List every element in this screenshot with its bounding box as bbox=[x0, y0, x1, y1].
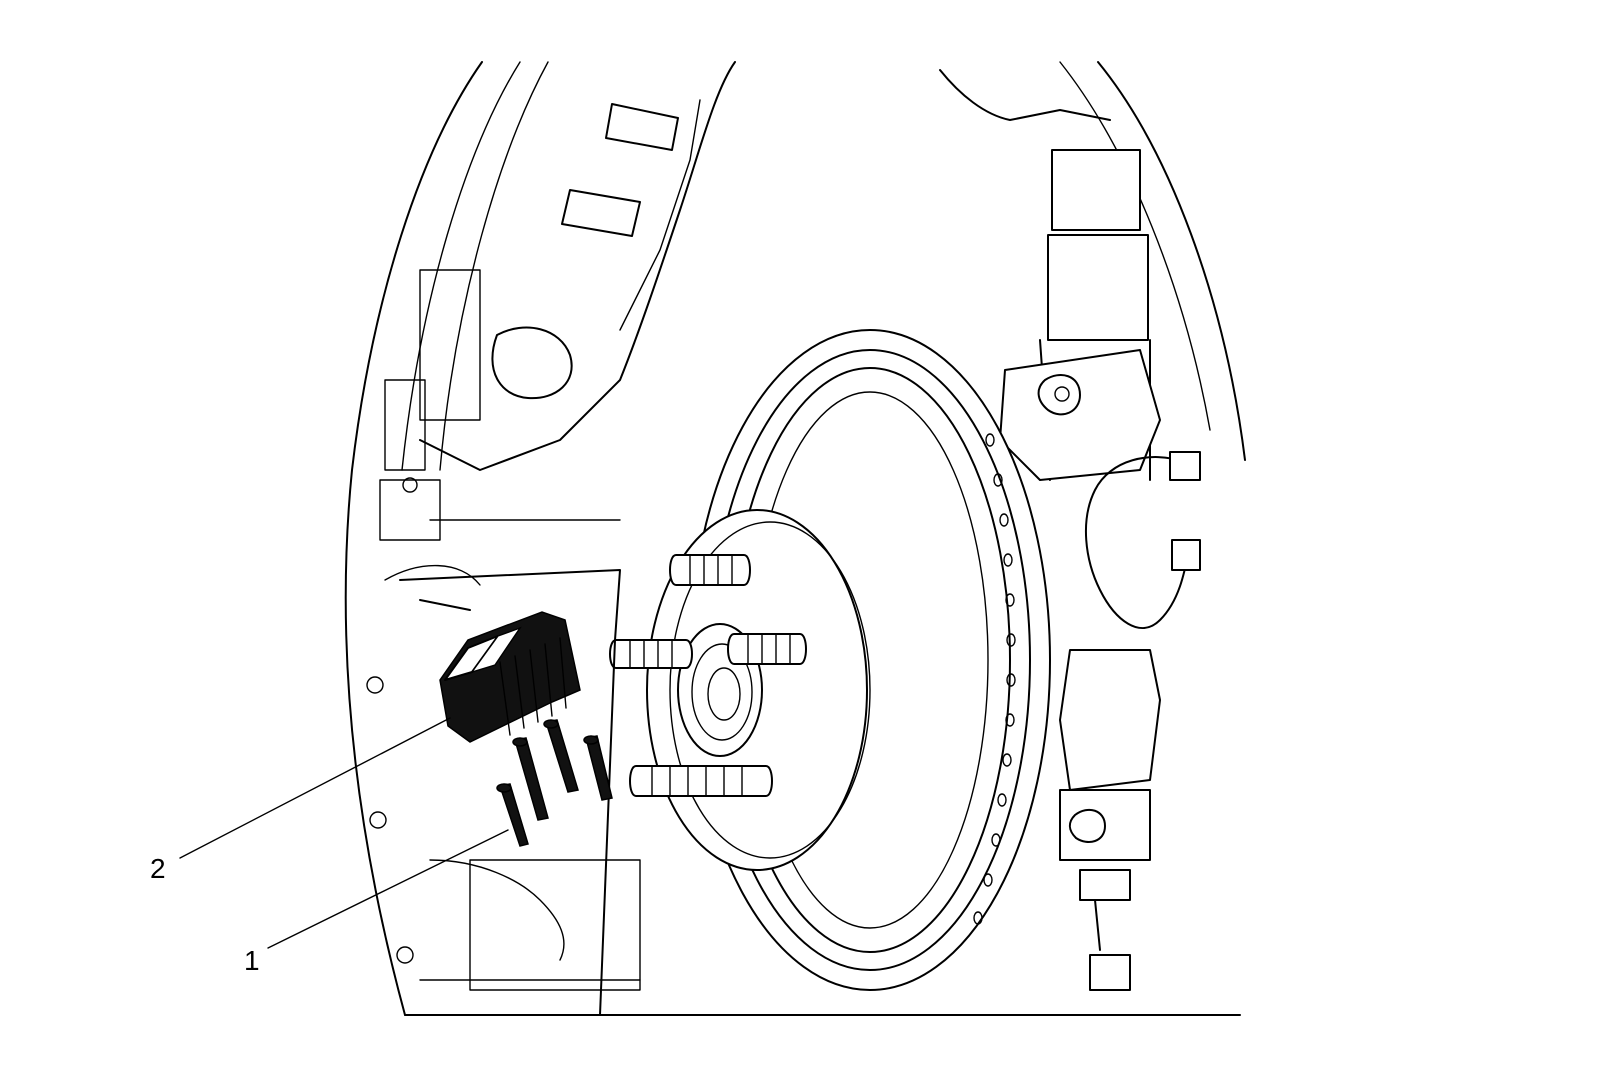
wheel-studs bbox=[609, 554, 807, 797]
wheel-stud bbox=[669, 554, 751, 586]
wheel-stud bbox=[727, 633, 807, 665]
callout-label-2: 2 bbox=[150, 853, 166, 884]
steering-knuckle bbox=[1059, 649, 1161, 991]
sensor-wire bbox=[1085, 451, 1201, 630]
fastener bbox=[512, 737, 549, 821]
rotor-vent-holes bbox=[973, 433, 1016, 925]
callout-1: 1 bbox=[244, 829, 509, 976]
fastener bbox=[583, 735, 613, 801]
wheel-stud bbox=[629, 765, 773, 797]
callout-2: 2 bbox=[150, 717, 451, 884]
lower-control-arm bbox=[366, 477, 641, 1016]
component-item-2 bbox=[439, 611, 581, 743]
fastener bbox=[543, 719, 579, 793]
wheel-well-opening bbox=[344, 61, 1246, 1016]
splash-shield bbox=[379, 61, 736, 541]
callout-label-1: 1 bbox=[244, 945, 260, 976]
strut-assembly bbox=[939, 69, 1161, 481]
fastener bbox=[496, 783, 529, 847]
wheel-stud bbox=[609, 639, 693, 669]
fasteners-item-1 bbox=[496, 719, 613, 847]
